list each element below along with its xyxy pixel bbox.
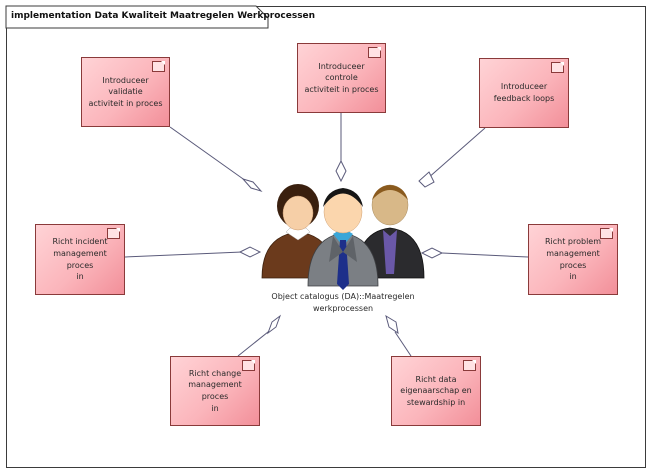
note-text: Introduceer validatie activiteit in proc… <box>88 75 163 108</box>
connector-problem <box>441 252 529 258</box>
diamond-aggregation-icon <box>418 171 435 188</box>
diamond-aggregation-icon <box>420 247 444 259</box>
note-problem-management[interactable]: Richt problem management proces in <box>528 224 618 295</box>
note-text: Richt change management proces in <box>188 368 242 413</box>
note-incident-management[interactable]: Richt incident management proces in <box>35 224 125 295</box>
actor-group-icon <box>261 184 425 290</box>
note-fold-icon <box>368 47 381 58</box>
central-actor-label[interactable]: Object catalogus (DA)::Maatregelen werkp… <box>271 292 415 313</box>
note-fold-icon <box>463 360 476 371</box>
diamond-aggregation-icon <box>335 159 347 183</box>
diamond-aggregation-icon <box>266 314 282 335</box>
connectors <box>124 113 529 357</box>
note-validatie-activiteit[interactable]: Introduceer validatie activiteit in proc… <box>81 57 170 127</box>
note-data-eigenaarschap[interactable]: Richt data eigenaarschap en stewardship … <box>391 356 481 426</box>
diamond-aggregation-icon <box>238 246 262 258</box>
diamond-aggregation-icon <box>385 314 399 335</box>
note-text: Richt data eigenaarschap en stewardship … <box>400 374 472 407</box>
diagram-title: implementation Data Kwaliteit Maatregele… <box>11 11 316 21</box>
note-text: Richt incident management proces in <box>52 237 108 282</box>
connector-change <box>237 327 274 357</box>
note-fold-icon <box>152 61 165 72</box>
diamond-aggregation-icons <box>238 159 444 335</box>
note-fold-icon <box>242 360 255 371</box>
note-text: Richt problem management proces in <box>544 237 602 282</box>
note-feedback-loops[interactable]: Introduceer feedback loops <box>479 58 569 128</box>
diagram-frame <box>6 6 646 468</box>
note-fold-icon <box>551 62 564 73</box>
note-text: Introduceer feedback loops <box>493 82 555 103</box>
note-fold-icon <box>107 228 120 239</box>
connector-feedback <box>426 127 486 180</box>
note-text: Introduceer controle activiteit in proce… <box>304 61 379 94</box>
connector-eigenaarschap <box>394 331 412 357</box>
note-fold-icon <box>600 228 613 239</box>
note-change-management[interactable]: Richt change management proces in <box>170 356 260 426</box>
diamond-aggregation-icon <box>241 178 263 192</box>
title-tab <box>5 5 269 29</box>
connector-validatie <box>169 126 247 182</box>
connector-incident <box>124 251 243 258</box>
note-controle-activiteit[interactable]: Introduceer controle activiteit in proce… <box>297 43 386 113</box>
